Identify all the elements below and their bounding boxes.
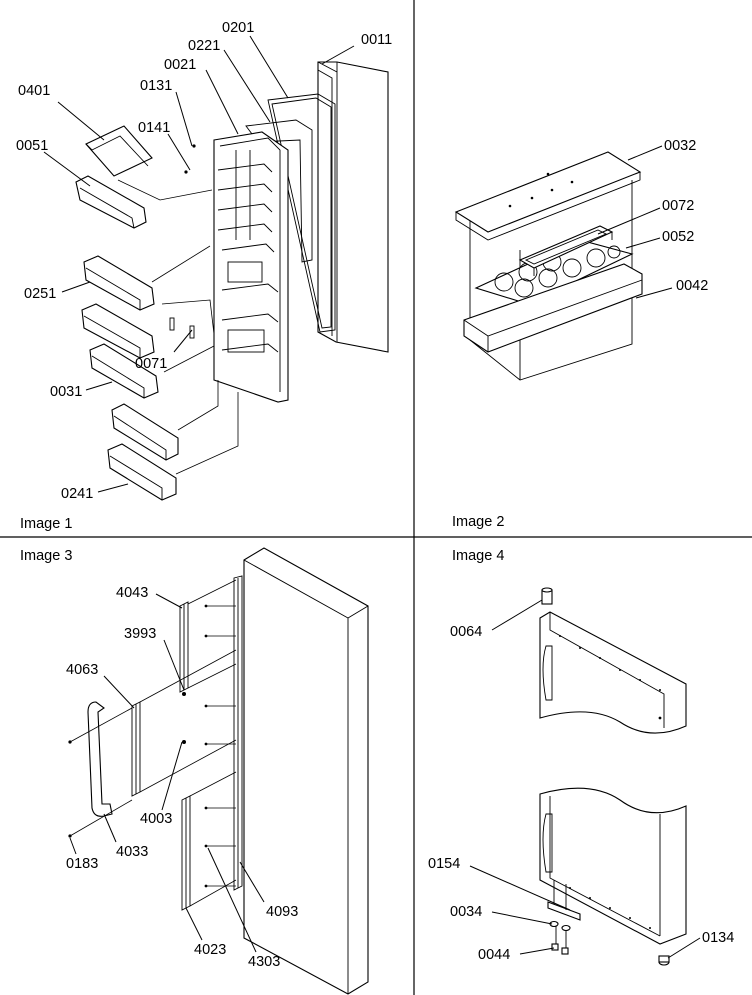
butter-dish-0072 [518,225,614,276]
panel-title-image-3: Image 3 [20,548,72,564]
label-4003: 4003 [140,811,172,827]
label-4303: 4303 [248,954,280,970]
panel-title-image-1: Image 1 [20,516,72,532]
image-2-drawing [454,151,643,381]
label-0021: 0021 [164,57,196,73]
door-body [243,547,369,995]
door-lower-section [539,787,687,945]
handle-4033 [87,701,113,817]
bin-0031 [89,343,159,399]
label-0052: 0052 [662,229,694,245]
label-0221: 0221 [188,38,220,54]
bin-0251 [83,255,155,311]
label-0051: 0051 [16,138,48,154]
image-3-leaders [69,593,265,953]
door-outer-panel [317,61,389,353]
label-0141: 0141 [138,120,170,136]
egg-tray-0052 [474,239,634,305]
label-0044: 0044 [478,947,510,963]
image-1-leaders [43,35,355,493]
label-0183: 0183 [66,856,98,872]
label-0042: 0042 [676,278,708,294]
door-gasket [267,93,336,333]
label-0031: 0031 [50,384,82,400]
label-4093: 4093 [266,904,298,920]
label-0154: 0154 [428,856,460,872]
label-0241: 0241 [61,486,93,502]
panel-title-image-2: Image 2 [452,514,504,530]
image-4-drawing [539,587,687,966]
door-inner-liner [213,131,289,403]
bin-0241 [107,443,177,501]
image-1-drawing [75,61,389,501]
hinge-pin-0064 [541,587,553,605]
bumper-0134 [658,955,670,966]
bin-lower [111,403,179,461]
part-labels: 0201 0011 0221 0021 0131 0401 0141 0051 … [16,20,734,970]
label-0131: 0131 [140,78,172,94]
label-4023: 4023 [194,942,226,958]
image-2-leaders [597,145,673,299]
label-0064: 0064 [450,624,482,640]
trim-4023 [181,795,191,911]
label-4063: 4063 [66,662,98,678]
trim-4063 [131,701,141,797]
label-0201: 0201 [222,20,254,36]
label-3993: 3993 [124,626,156,642]
label-0134: 0134 [702,930,734,946]
top-cover-0032 [454,151,642,241]
label-0032: 0032 [664,138,696,154]
label-0011: 0011 [361,32,392,48]
label-4043: 4043 [116,585,148,601]
label-0401: 0401 [18,83,50,99]
door-upper-section [539,611,687,734]
crisper-drawer-0042 [463,263,643,353]
bin-0051 [75,175,147,229]
bin-middle [81,303,155,359]
hinge-washer-0034 [549,920,571,955]
trim-strip-4093 [233,575,243,891]
label-0072: 0072 [662,198,694,214]
panel-title-image-4: Image 4 [452,548,504,564]
image-4-leaders [469,599,701,959]
image-3-drawing [68,547,369,995]
label-0034: 0034 [450,904,482,920]
label-0251: 0251 [24,286,56,302]
label-0071: 0071 [135,356,167,372]
label-4033: 4033 [116,844,148,860]
